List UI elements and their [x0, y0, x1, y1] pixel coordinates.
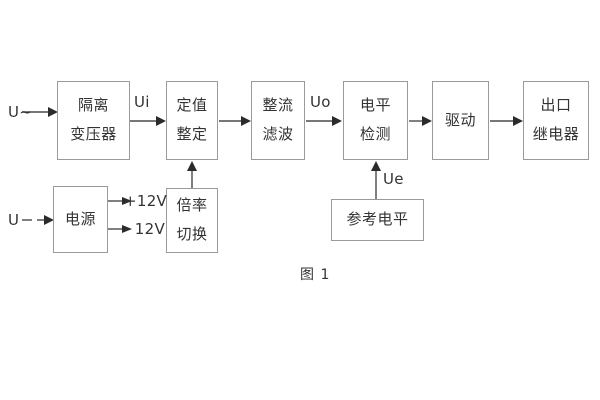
block-label-line: 整定 — [176, 125, 208, 143]
block-multiplier-switch: 倍率 切换 — [166, 188, 218, 253]
block-isolation-transformer: 隔离 变压器 — [57, 81, 130, 160]
connector-isolation-transformer-to-setting-value — [130, 113, 168, 129]
connector-level-detection-to-drive — [409, 113, 434, 129]
block-label-line: 电源 — [64, 209, 96, 228]
block-label-line: 出口 — [540, 96, 572, 115]
connector-setting-value-to-rectify-filter — [219, 113, 253, 129]
label-ac-input: U~ — [8, 103, 33, 121]
block-label-line: 隔离 — [77, 96, 109, 115]
block-label-line: 继电器 — [532, 125, 580, 143]
block-label-line: 切换 — [176, 225, 208, 243]
block-power-supply: 电源 — [53, 186, 108, 253]
block-level-detection: 电平 检测 — [343, 81, 408, 160]
connector-ac-input-to-isolation-transformer — [20, 104, 60, 120]
block-label-line: 电平 — [359, 96, 391, 115]
block-label-line: 滤波 — [262, 125, 294, 143]
label-negative-12v: - 12V — [124, 220, 166, 238]
connector-reference-level-to-level-detection — [368, 160, 384, 200]
block-setting-value: 定值 整定 — [166, 81, 218, 160]
label-ui: Ui — [134, 93, 150, 111]
block-label-line: 定值 — [176, 96, 208, 115]
connector-multiplier-switch-to-setting-value — [184, 160, 200, 190]
block-rectify-filter: 整流 滤波 — [251, 81, 305, 160]
figure-caption: 图 1 — [300, 267, 331, 283]
block-label-line: 驱动 — [444, 110, 476, 129]
label-dc-input: U — [8, 211, 20, 229]
block-label-line: 倍率 — [176, 196, 208, 215]
block-label-line: 参考电平 — [346, 210, 409, 229]
label-ue: Ue — [383, 170, 404, 188]
block-label-line: 变压器 — [70, 125, 117, 143]
connector-drive-to-output-relay — [490, 113, 525, 129]
label-positive-12v: +12V — [124, 192, 168, 210]
connector-dc-input-to-power-supply — [20, 212, 55, 228]
block-drive: 驱动 — [432, 81, 489, 160]
block-output-relay: 出口 继电器 — [523, 81, 589, 160]
connector-power-supply-negative-12v — [108, 221, 134, 237]
connector-power-supply-positive-12v — [108, 193, 134, 209]
label-uo: Uo — [310, 93, 331, 111]
block-reference-level: 参考电平 — [331, 199, 424, 241]
block-label-line: 整流 — [262, 96, 294, 115]
connector-rectify-filter-to-level-detection — [306, 113, 345, 129]
block-label-line: 检测 — [359, 125, 391, 143]
